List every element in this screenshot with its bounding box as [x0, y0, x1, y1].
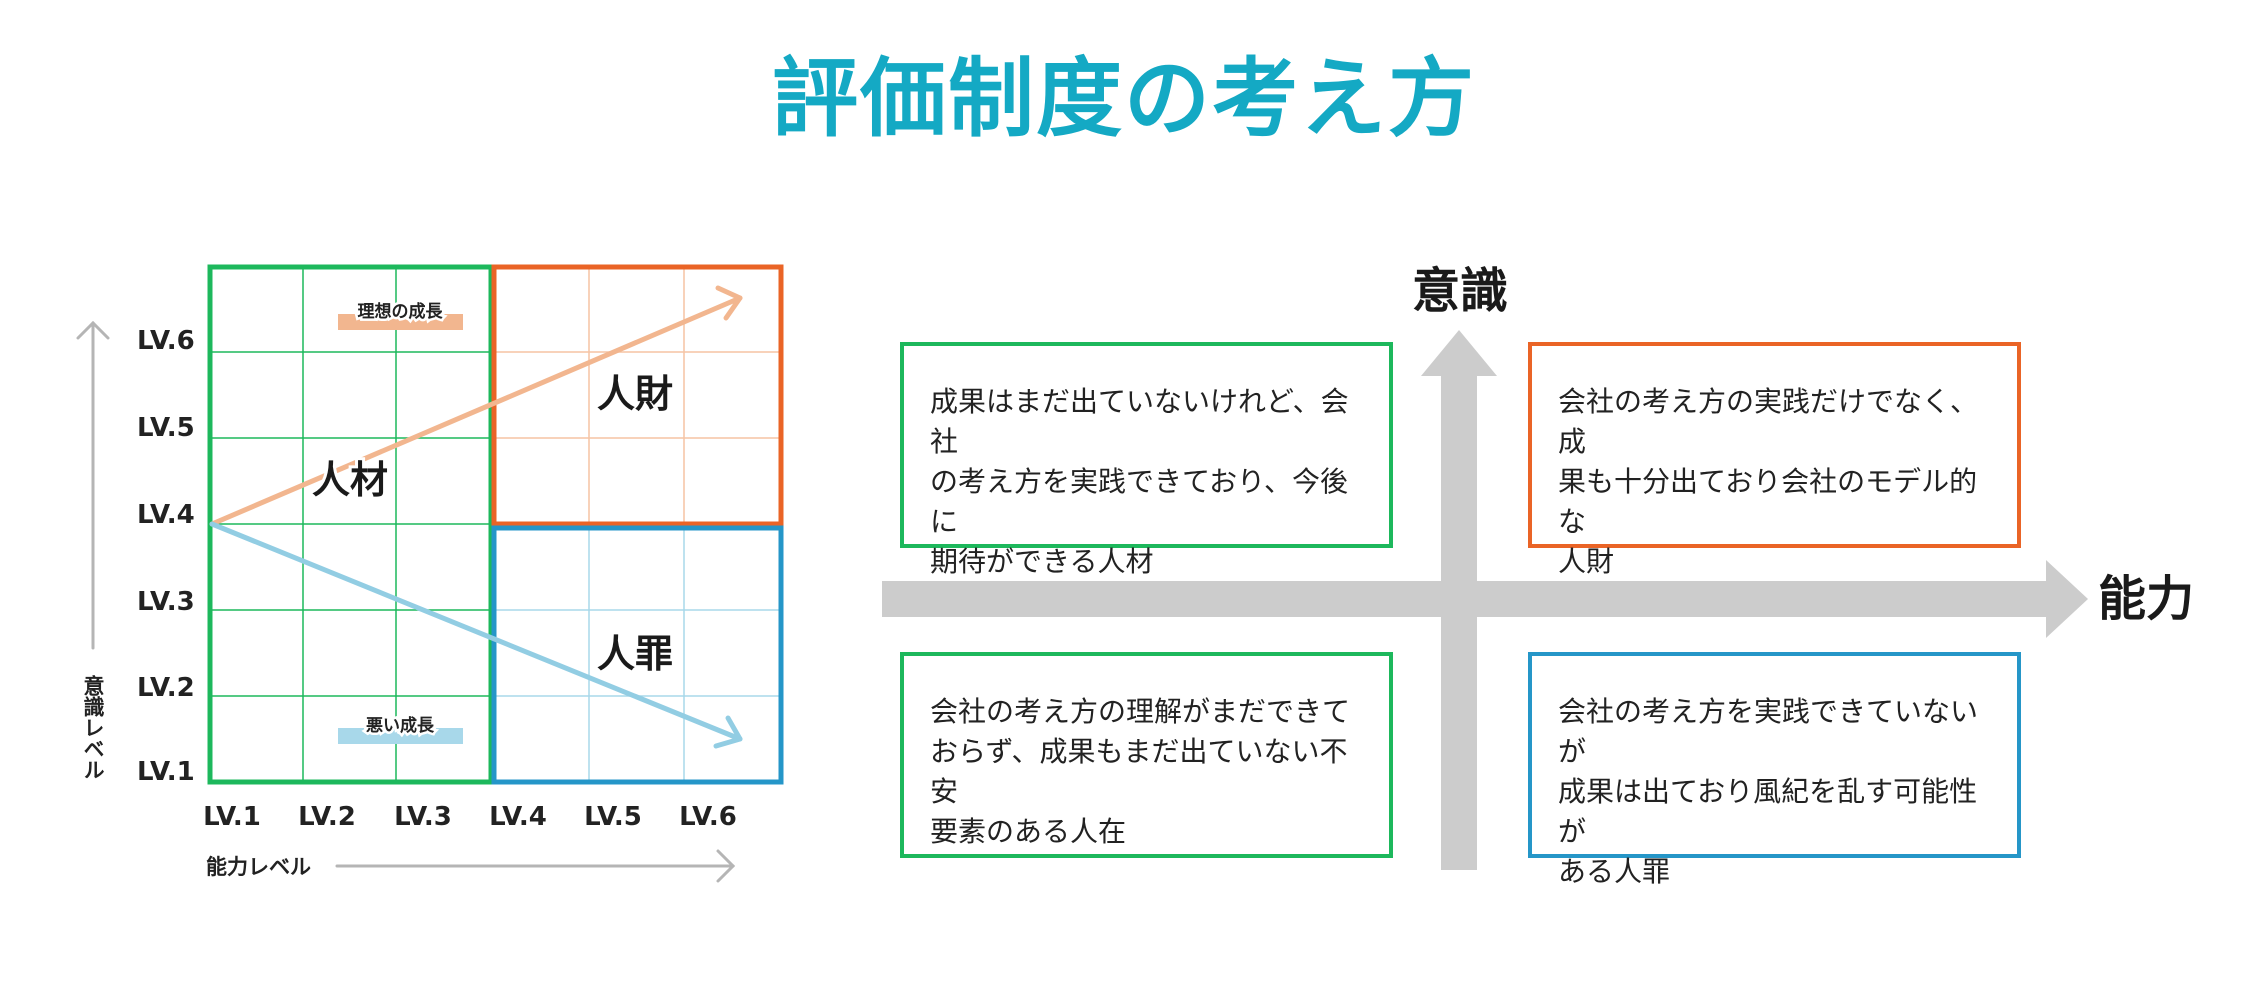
quadrant-box-top-left: 成果はまだ出ていないけれど、会社 の考え方を実践できており、今後に 期待ができる… [900, 342, 1393, 578]
y-level-label: LV.2 [137, 673, 195, 703]
box-line: の考え方を実践できており、今後に [930, 465, 1349, 538]
quadrant-x-axis-label: 能力 [2098, 571, 2194, 627]
x-level-label: LV.6 [679, 802, 737, 832]
box-line: 成果は出ており風紀を乱す可能性が [1558, 775, 1978, 848]
x-level-label: LV.3 [394, 802, 452, 832]
quadrant-vertical-axis [1421, 330, 1497, 870]
x-level-labels: LV.1 LV.2 LV.3 LV.4 LV.5 LV.6 [203, 802, 737, 832]
bad-growth-label: 悪い成長 [366, 715, 435, 736]
box-line: 会社の考え方の理解がまだできて [930, 695, 1351, 728]
orange-zone-border [491, 264, 784, 527]
ideal-growth-label: 理想の成長 [358, 301, 444, 322]
zone-label-jinzai-treasure: 人財 [597, 372, 673, 416]
bad-growth-arrow [209, 521, 743, 749]
ideal-growth-arrow [209, 285, 743, 527]
ideal-growth-bar [338, 314, 463, 330]
y-axis-title: 意識レベル [81, 674, 105, 780]
blue-zone-grid [494, 528, 781, 782]
x-axis-arrow [335, 849, 736, 883]
y-level-label: LV.5 [137, 413, 195, 443]
y-axis-arrow [76, 320, 110, 650]
zone-label-jinzai-material: 人材 [312, 458, 388, 502]
y-level-label: LV.6 [137, 326, 195, 356]
quadrant-box-bottom-right: 会社の考え方を実践できていないが 成果は出ており風紀を乱す可能性が ある人罪 [1528, 652, 2021, 888]
green-zone-grid [210, 267, 491, 782]
bad-growth-bar [338, 728, 463, 744]
zone-label-jinzai-crime: 人罪 [597, 632, 673, 676]
box-line: 人財 [1558, 545, 1615, 578]
box-line: 会社の考え方の実践だけでなく、成 [1558, 385, 1979, 458]
y-level-label: LV.3 [137, 587, 195, 617]
x-axis-title: 能力レベル [206, 855, 311, 879]
quadrant-horizontal-axis [882, 560, 2088, 638]
box-line: 果も十分出ており会社のモデル的な [1558, 465, 1978, 538]
quadrant-y-axis-label: 意識 [1412, 263, 1508, 319]
quadrant-box-bottom-left: 会社の考え方の理解がまだできて おらず、成果もまだ出ていない不安 要素のある人在 [900, 652, 1393, 858]
orange-zone-grid [494, 267, 781, 524]
y-level-label: LV.4 [137, 500, 195, 530]
blue-zone-border [491, 525, 784, 785]
x-level-label: LV.1 [203, 802, 261, 832]
quadrant-box-top-right: 会社の考え方の実践だけでなく、成 果も十分出ており会社のモデル的な 人財 [1528, 342, 2021, 578]
box-line: 成果はまだ出ていないけれど、会社 [930, 385, 1349, 458]
box-line: 期待ができる人材 [930, 545, 1154, 578]
y-level-labels: LV.6 LV.5 LV.4 LV.3 LV.2 LV.1 [137, 326, 195, 787]
y-level-label: LV.1 [137, 757, 195, 787]
box-line: おらず、成果もまだ出ていない不安 [930, 735, 1348, 808]
x-level-label: LV.2 [298, 802, 356, 832]
x-level-label: LV.5 [584, 802, 642, 832]
box-line: 要素のある人在 [930, 815, 1127, 848]
page-title: 評価制度の考え方 [772, 49, 1476, 149]
x-level-label: LV.4 [489, 802, 547, 832]
box-line: ある人罪 [1558, 855, 1671, 888]
box-line: 会社の考え方を実践できていないが [1558, 695, 1979, 768]
